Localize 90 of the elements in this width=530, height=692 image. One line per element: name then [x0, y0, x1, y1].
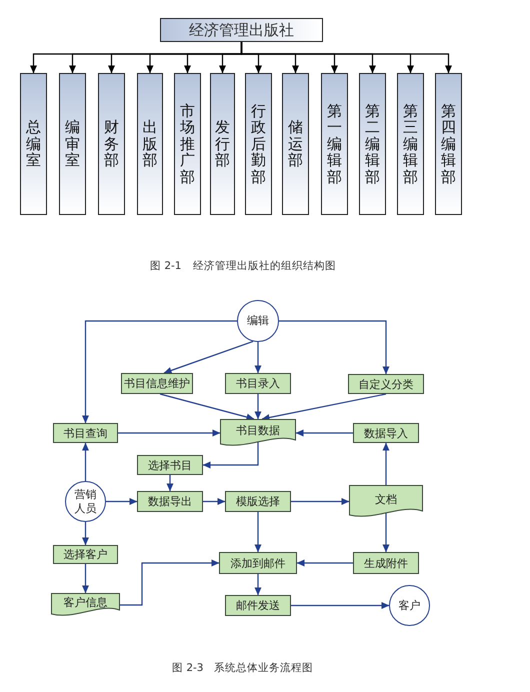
process-label: 书目查询: [64, 426, 108, 440]
connector-arrow: [203, 498, 226, 505]
department-box: [210, 73, 235, 215]
department-name: 出版部: [142, 119, 158, 169]
actor-label: 客户: [398, 598, 422, 612]
process-box: [225, 373, 291, 394]
process-box: [137, 455, 203, 475]
process-label: 生成附件: [364, 556, 408, 570]
process-label: 书目录入: [236, 376, 280, 391]
department-box: [321, 73, 348, 215]
process-box: [137, 491, 203, 512]
document-shape: [51, 593, 120, 617]
process-box: [348, 374, 424, 394]
connector-arrow: [296, 430, 353, 436]
connector-arrow: [240, 42, 452, 74]
department-box: [435, 73, 462, 215]
process-label: 选择书目: [148, 458, 192, 472]
process-box: [225, 491, 291, 512]
process-label: 添加到邮件: [230, 556, 286, 570]
department-box: [282, 73, 309, 215]
department-name: 财务部: [104, 119, 119, 169]
process-label: 数据导入: [364, 426, 408, 440]
connector-arrow: [262, 393, 386, 421]
connector-arrow: [106, 498, 138, 505]
department-name: 发行部: [215, 119, 230, 169]
connector-arrow: [291, 498, 350, 505]
department-name: 第一编辑部: [327, 102, 342, 186]
document-shape: [220, 419, 296, 447]
department-name: 总编室: [26, 119, 41, 169]
connector-arrow: [82, 442, 89, 481]
department-box: [20, 73, 47, 215]
process-box: [353, 552, 419, 574]
actor-circle: [237, 300, 279, 342]
figure-caption: 系统总体业务流程图: [214, 662, 313, 675]
figure-number: 图 2-1: [150, 260, 182, 273]
organization-box: [160, 18, 323, 42]
connector-arrow: [118, 430, 220, 436]
process-label: 书目信息维护: [124, 376, 190, 391]
connector-arrow: [254, 512, 262, 552]
connector-arrow: [160, 393, 254, 420]
connector-arrow: [82, 564, 89, 594]
connector-arrow: [166, 475, 174, 492]
department-name: 第二编辑部: [365, 102, 380, 186]
organization-name: 经济管理出版社: [189, 20, 294, 40]
document-shape: [349, 485, 423, 518]
connector-arrow: [254, 342, 262, 374]
department-box: [98, 73, 125, 215]
connector-arrow: [82, 320, 237, 424]
process-box: [353, 423, 419, 443]
document-label: 文档: [375, 492, 397, 506]
department-name: 第四编辑部: [441, 102, 456, 186]
connector-arrow: [164, 340, 254, 374]
process-box: [53, 423, 118, 443]
connector-arrow: [82, 522, 89, 546]
department-name: 行政后勤部: [251, 102, 266, 186]
process-label: 邮件发送: [236, 598, 280, 613]
process-label: 数据导出: [148, 494, 192, 509]
document-label: 客户信息: [64, 595, 108, 610]
figure-caption: 经济管理出版社的组织结构图: [193, 260, 336, 273]
department-name: 第三编辑部: [403, 102, 418, 186]
department-name: 市场推广部: [180, 102, 195, 186]
department-box: [137, 73, 163, 215]
connector-arrow: [202, 442, 259, 468]
department-box: [397, 73, 424, 215]
connector-arrow: [279, 320, 390, 374]
connector-arrow: [382, 512, 390, 552]
process-box: [53, 545, 118, 564]
department-name: 编审室: [65, 119, 80, 169]
process-label: 选择客户: [64, 547, 108, 562]
actor-circle: [65, 481, 106, 522]
connector-arrow: [254, 574, 262, 596]
actor-label: 营销人员: [74, 488, 98, 516]
department-box: [359, 73, 386, 215]
document-label: 书目数据: [236, 423, 280, 438]
process-box: [225, 595, 291, 616]
figure-number: 图 2-3: [172, 662, 204, 675]
department-box: [174, 73, 201, 215]
connector-arrow: [120, 560, 220, 606]
department-box: [245, 73, 272, 215]
connector-arrow: [291, 602, 390, 609]
connector-arrow: [382, 442, 390, 485]
actor-circle: [389, 585, 430, 626]
process-label: 自定义分类: [358, 376, 414, 392]
process-label: 模版选择: [236, 494, 280, 509]
department-name: 储运部: [288, 119, 303, 169]
connector-arrow: [296, 560, 353, 566]
process-box: [219, 552, 297, 574]
connector-arrow: [254, 394, 262, 420]
actor-label: 编辑: [246, 314, 270, 328]
department-box: [59, 73, 86, 215]
